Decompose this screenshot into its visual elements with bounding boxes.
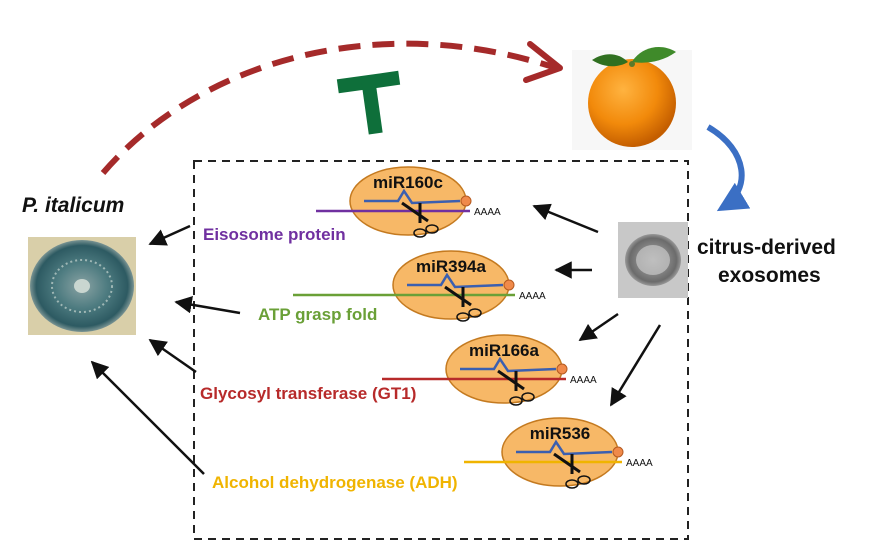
gene-label-gt1: Glycosyl transferase (GT1): [200, 384, 417, 403]
scissors-handle: [468, 308, 482, 318]
polya-tail: AAAA: [519, 291, 546, 302]
gene-label-eisosome: Eisosome protein: [203, 225, 346, 244]
arrow-exosome-to-mir536: [609, 324, 662, 407]
infection-arc: [100, 40, 557, 175]
arrow-exosome-to-mir166a: [578, 312, 619, 342]
arrow-eisosome-to-pathogen: [148, 224, 191, 246]
mirna-cap: [556, 363, 568, 375]
mirna-name: miR394a: [416, 257, 486, 276]
mirna-cap: [612, 446, 624, 458]
mirna-strand: [364, 188, 461, 205]
gene-label-atp: ATP grasp fold: [258, 305, 378, 324]
scissors-handle: [577, 475, 591, 485]
arrow-atp-to-pathogen: [174, 296, 241, 315]
scissors-handle: [413, 228, 427, 238]
gene-label-adh: Alcohol dehydrogenase (ADH): [212, 473, 458, 492]
orange-fruit-image: [572, 47, 692, 150]
scissors-handle: [425, 224, 439, 234]
mirna-name: miR160c: [373, 173, 443, 192]
scissors-blade: [553, 452, 581, 474]
exosome-cargo-box: [193, 160, 689, 540]
mirna-strand: [460, 356, 557, 373]
mirna-name: miR166a: [469, 341, 539, 360]
organism-label: P. italicum: [22, 194, 125, 217]
mirna-cap: [460, 195, 472, 207]
mirna-name: miR536: [530, 424, 590, 443]
polya-tail: AAAA: [570, 375, 597, 386]
exosome-micrograph: [618, 222, 688, 298]
polya-tail: AAAA: [626, 458, 653, 469]
scissors-handle: [521, 392, 535, 402]
exosome-label-line1: citrus-derived: [697, 236, 836, 259]
blue-release-arrow: [706, 124, 751, 212]
scissors-blade: [444, 285, 472, 307]
mirna-strand: [516, 439, 613, 456]
mirna-complexes: miR160cAAAAmiR394aAAAAmiR166aAAAAmiR536A…: [293, 166, 653, 489]
scissors-blade: [497, 369, 525, 391]
scissors-blade: [401, 201, 429, 223]
polya-tail: AAAA: [474, 207, 501, 218]
mirna-strand: [407, 272, 504, 289]
scissors-handle: [456, 312, 470, 322]
scissors-handle: [509, 396, 523, 406]
pathogen-culture-image: [28, 237, 136, 335]
exosome-label-line2: exosomes: [718, 264, 821, 287]
inhibition-symbol: [336, 70, 401, 135]
arrow-gt1-to-pathogen: [148, 338, 197, 374]
scissors-handle: [565, 479, 579, 489]
arrow-exosome-to-mir160c: [532, 203, 599, 234]
arrow-adh-to-pathogen: [90, 360, 205, 475]
infection-arc-head: [523, 41, 563, 83]
mirna-cap: [503, 279, 515, 291]
